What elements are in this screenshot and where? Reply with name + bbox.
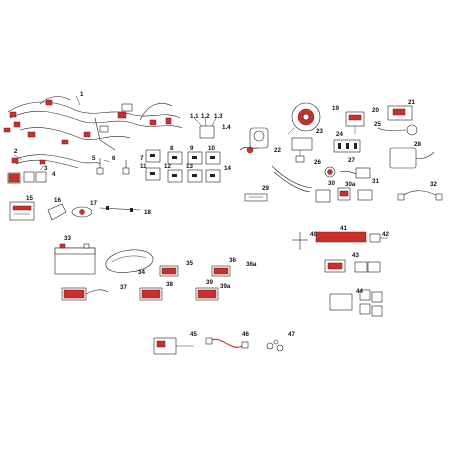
part-labels: 1 1.1 1.2 1.3 1.4 2 3 4 5 6 7 8 9 10 11 … — [14, 91, 437, 338]
part-label-23: 23 — [316, 128, 323, 135]
part-label-8: 8 — [170, 145, 174, 152]
part-label-20: 20 — [372, 107, 379, 114]
part-label-17: 17 — [90, 200, 97, 207]
part-label-1-1: 1.1 — [190, 113, 199, 120]
sensor-25 — [377, 124, 418, 136]
part-label-1-4: 1.4 — [222, 124, 231, 131]
cdi-28 — [389, 147, 435, 169]
sensor-5-6 — [96, 158, 130, 175]
part-label-39: 39 — [206, 279, 213, 286]
part-label-6: 6 — [112, 155, 116, 162]
part-label-28: 28 — [414, 141, 421, 148]
part-label-21: 21 — [408, 99, 415, 106]
part-label-29: 29 — [262, 185, 269, 192]
part-label-13: 13 — [186, 163, 193, 170]
part-21 — [387, 105, 413, 121]
part-20 — [345, 111, 365, 134]
part-label-41: 41 — [340, 225, 347, 232]
part-label-24: 24 — [336, 131, 343, 138]
part-23 — [291, 137, 313, 163]
part-label-5: 5 — [92, 155, 96, 162]
part-label-10: 10 — [208, 145, 215, 152]
part-label-12: 12 — [164, 163, 171, 170]
part-label-36a: 36a — [246, 261, 257, 268]
part-label-30a: 30a — [345, 181, 356, 188]
part-label-40: 40 — [310, 231, 317, 238]
part-label-3: 3 — [44, 165, 48, 172]
part-label-4: 4 — [52, 171, 56, 178]
wiring-harness — [3, 95, 183, 151]
relays-30-31 — [315, 187, 373, 203]
regulator-15 — [9, 201, 35, 221]
part-label-32: 32 — [430, 181, 437, 188]
part-label-30: 30 — [328, 180, 335, 187]
part-label-25: 25 — [374, 121, 381, 128]
battery-33 — [54, 243, 96, 275]
part-label-46: 46 — [242, 331, 249, 338]
part-32 — [397, 190, 443, 201]
part-label-35: 35 — [186, 260, 193, 267]
part-label-33: 33 — [64, 235, 71, 242]
part-label-44: 44 — [356, 288, 363, 295]
part-label-26: 26 — [314, 159, 321, 166]
parts-45-47 — [153, 337, 284, 355]
fuse-29 — [244, 193, 268, 202]
part-label-7: 7 — [140, 155, 144, 162]
part-label-22: 22 — [274, 147, 281, 154]
part-label-19: 19 — [332, 105, 339, 112]
pickup-27 — [324, 166, 371, 179]
part-label-39a: 39a — [220, 283, 231, 290]
part-24 — [333, 139, 361, 153]
part-label-9: 9 — [190, 145, 194, 152]
sub-harness-2 — [11, 154, 101, 169]
connector-blocks — [61, 265, 231, 301]
part-label-45: 45 — [190, 331, 197, 338]
part-label-18: 18 — [144, 209, 151, 216]
part-label-37: 37 — [120, 284, 127, 291]
part-label-1-3: 1.3 — [214, 113, 223, 120]
part-label-42: 42 — [382, 231, 389, 238]
part-label-27: 27 — [348, 157, 355, 164]
part-label-34: 34 — [138, 269, 145, 276]
part-label-11: 11 — [140, 163, 147, 170]
relay-3 — [7, 165, 47, 184]
part-16 — [47, 203, 67, 221]
part-label-2: 2 — [14, 148, 18, 155]
cable-18 — [99, 206, 141, 212]
harness-26 — [271, 165, 313, 193]
part-label-1-2: 1.2 — [201, 113, 210, 120]
ignition-switch-22 — [239, 127, 269, 154]
part-label-38: 38 — [166, 281, 173, 288]
part-label-43: 43 — [352, 252, 359, 259]
speedometer-19 — [287, 102, 321, 135]
part-label-16: 16 — [54, 197, 61, 204]
parts-40-44 — [292, 231, 388, 317]
relay-grid — [145, 149, 221, 183]
part-label-14: 14 — [224, 165, 231, 172]
part-label-15: 15 — [26, 195, 33, 202]
part-label-47: 47 — [288, 331, 295, 338]
part-label-36: 36 — [229, 257, 236, 264]
connector-1-x — [193, 117, 217, 139]
horn-17 — [71, 206, 93, 218]
battery-tray-34 — [105, 249, 154, 273]
part-label-1: 1 — [80, 91, 84, 98]
part-label-31: 31 — [372, 178, 379, 185]
